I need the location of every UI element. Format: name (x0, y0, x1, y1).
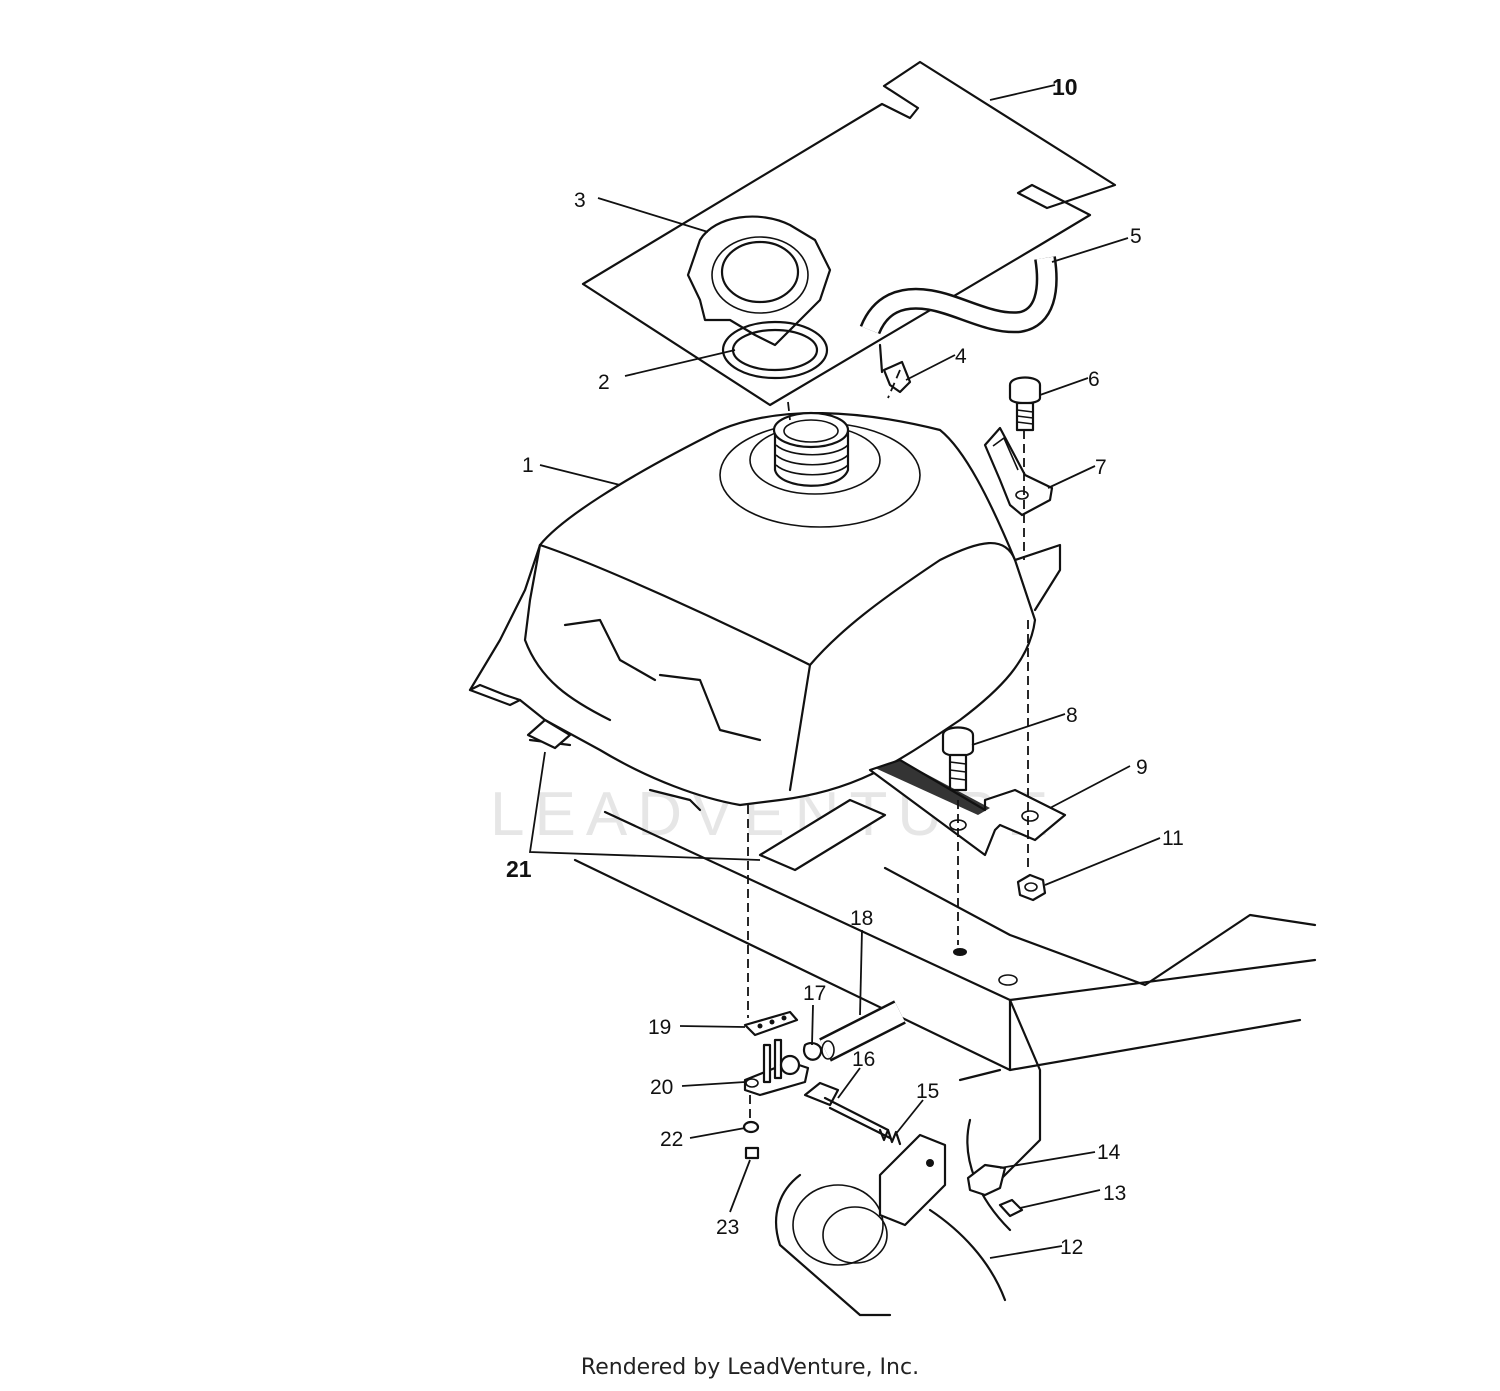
callout-4: 4 (955, 345, 967, 368)
callout-14: 14 (1097, 1141, 1121, 1164)
frame (573, 810, 1317, 1317)
vent-hose (859, 256, 1058, 335)
callout-11: 11 (1162, 827, 1184, 850)
callout-3: 3 (574, 189, 586, 212)
callout-2: 2 (598, 371, 610, 394)
callout-1: 1 (522, 454, 534, 477)
callout-23: 23 (716, 1216, 739, 1239)
heat-shield-pad (581, 60, 1117, 407)
frame-hole-2 (998, 974, 1018, 986)
callout-18: 18 (850, 907, 873, 930)
callout-7: 7 (1095, 456, 1107, 479)
callout-19: 19 (648, 1016, 671, 1039)
callout-10: 10 (1052, 74, 1078, 100)
callout-15: 15 (916, 1080, 939, 1103)
tank-bracket (983, 426, 1054, 517)
leader-lines (528, 84, 1161, 1259)
callout-17: 17 (803, 982, 826, 1005)
callout-8: 8 (1066, 704, 1078, 727)
callout-13: 13 (1103, 1182, 1126, 1205)
callout-labels: 10 3 5 2 4 6 7 1 8 9 11 21 18 17 19 16 2… (506, 74, 1184, 1259)
callout-16: 16 (852, 1048, 875, 1071)
callout-20: 20 (650, 1076, 673, 1099)
callout-22: 22 (660, 1128, 683, 1151)
hose-fitting (878, 343, 912, 394)
gas-cap (686, 215, 832, 347)
bolt-top (1008, 376, 1042, 432)
callout-21: 21 (506, 856, 532, 882)
hold-down-strap (868, 758, 1067, 857)
callout-6: 6 (1088, 368, 1100, 391)
callout-5: 5 (1130, 225, 1142, 248)
callout-9: 9 (1136, 756, 1148, 779)
alignment-lines (747, 369, 1029, 1120)
fuel-tank (468, 411, 1062, 812)
lock-nut (1016, 873, 1047, 902)
rubber-pads (526, 718, 887, 872)
bolt-lower (941, 726, 975, 792)
frame-hole (953, 948, 967, 956)
callout-12: 12 (1060, 1236, 1083, 1259)
fuel-valve-assembly (742, 1000, 1024, 1227)
footer-credit: Rendered by LeadVenture, Inc. (580, 1355, 920, 1380)
